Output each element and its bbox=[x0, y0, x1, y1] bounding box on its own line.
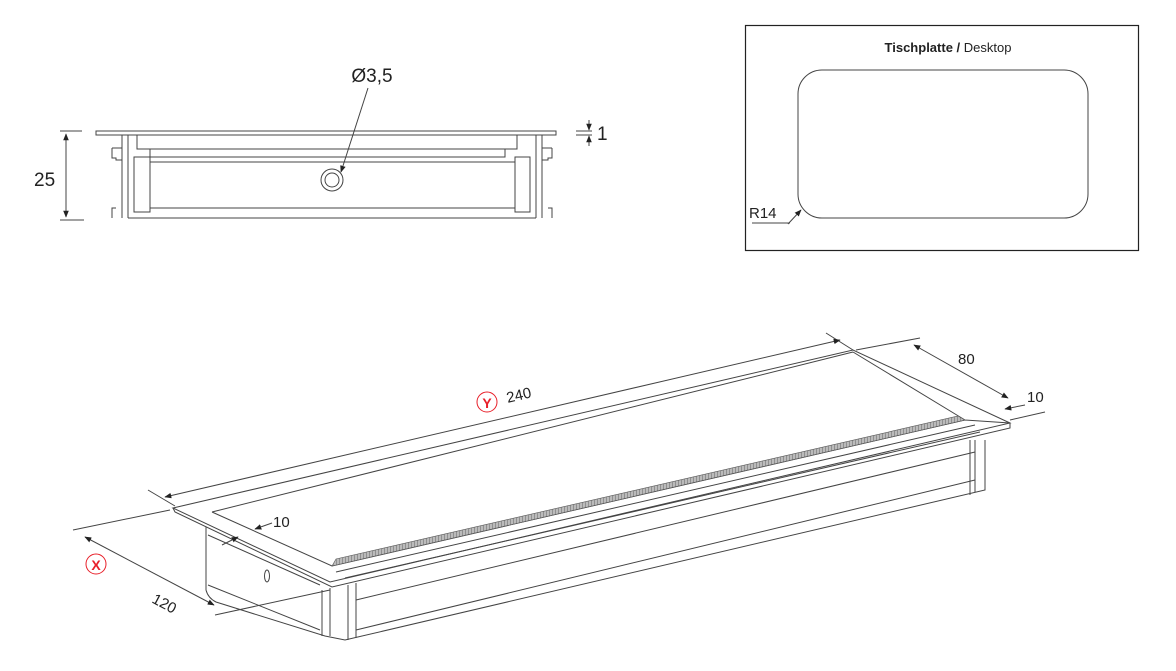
desktop-cutout-box: Tischplatte / Desktop R14 bbox=[744, 24, 1140, 252]
isometric-view: 240 Y 120 X 80 10 10 bbox=[72, 332, 1046, 641]
height-label: 25 bbox=[34, 170, 55, 191]
axis-y-marker: Y bbox=[482, 395, 492, 411]
inner-width-label: 80 bbox=[958, 351, 975, 368]
radius-label: R14 bbox=[749, 205, 777, 222]
svg-text:Tischplatte / Desktop: Tischplatte / Desktop bbox=[885, 40, 1012, 55]
width-label: 120 bbox=[149, 591, 179, 618]
rim-left-label: 10 bbox=[273, 514, 290, 531]
axis-x-marker: X bbox=[91, 557, 101, 573]
hole-diameter-label: Ø3,5 bbox=[351, 66, 392, 87]
desktop-title: Desktop bbox=[960, 40, 1011, 55]
desktop-title-bold: Tischplatte / bbox=[885, 40, 961, 55]
plate-thickness-label: 1 bbox=[597, 124, 608, 145]
front-view: Ø3,5 25 1 bbox=[34, 66, 608, 221]
length-label: 240 bbox=[505, 385, 533, 407]
rim-right-label: 10 bbox=[1027, 389, 1044, 406]
